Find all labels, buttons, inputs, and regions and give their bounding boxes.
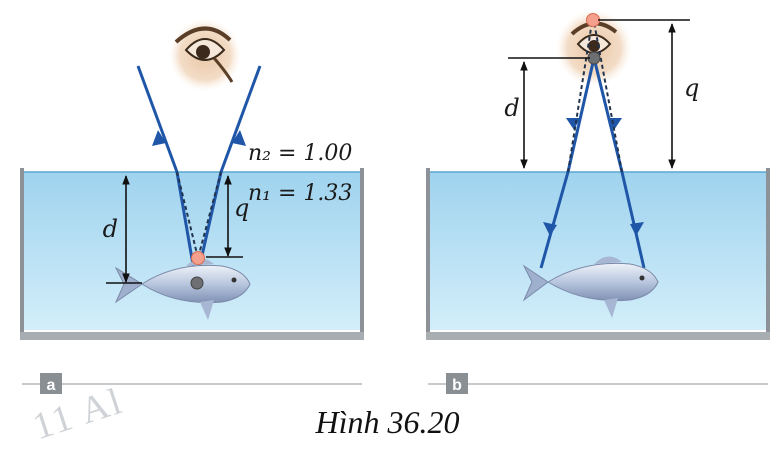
ray-arrowhead-right-a xyxy=(232,130,246,146)
ray-right-air-a xyxy=(219,65,262,173)
panel-b: d q b xyxy=(426,10,770,394)
label-n1: n₁ = 1.33 xyxy=(248,181,352,206)
eye-icon xyxy=(169,19,241,91)
panel-tag-box-b xyxy=(446,373,468,394)
dashed-extension-left-a xyxy=(176,171,199,259)
image-point-a xyxy=(191,251,205,265)
panel-tag-box-a xyxy=(40,373,62,394)
label-n2: n₂ = 1.00 xyxy=(248,141,352,166)
ray-left-water-b xyxy=(539,171,570,269)
fish-b xyxy=(522,256,659,318)
ray-arrowhead-left-a xyxy=(152,130,166,146)
panel-a: d q n₂ = 1.00 n₁ = 1.33 a xyxy=(20,19,364,394)
label-d-b: d xyxy=(504,94,519,122)
dashed-extension-right-b xyxy=(593,21,623,173)
panel-tag-b: b xyxy=(452,377,462,394)
label-q-a: q xyxy=(234,194,249,222)
label-d-a: d xyxy=(103,215,118,243)
tank-bottom-b xyxy=(426,332,770,340)
ray-arrowhead-left-water-b xyxy=(543,222,557,236)
ray-arrowhead-right-water-b xyxy=(630,222,644,236)
panel-tag-a: a xyxy=(47,377,56,394)
ray-right-air-b xyxy=(592,57,624,173)
figure-caption: Hình 36.20 xyxy=(315,404,460,440)
ray-left-air-b xyxy=(566,57,596,173)
image-point-b xyxy=(586,13,600,27)
eye-icon xyxy=(556,10,632,86)
water-b xyxy=(428,172,768,330)
tank-bottom-a xyxy=(20,332,364,340)
dashed-extension-left-b xyxy=(567,21,593,173)
object-point-a xyxy=(190,276,204,290)
ray-left-air-a xyxy=(136,65,179,173)
dashed-extension-right-a xyxy=(197,171,222,259)
label-q-b: q xyxy=(684,74,699,102)
ray-right-water-b xyxy=(620,171,646,269)
